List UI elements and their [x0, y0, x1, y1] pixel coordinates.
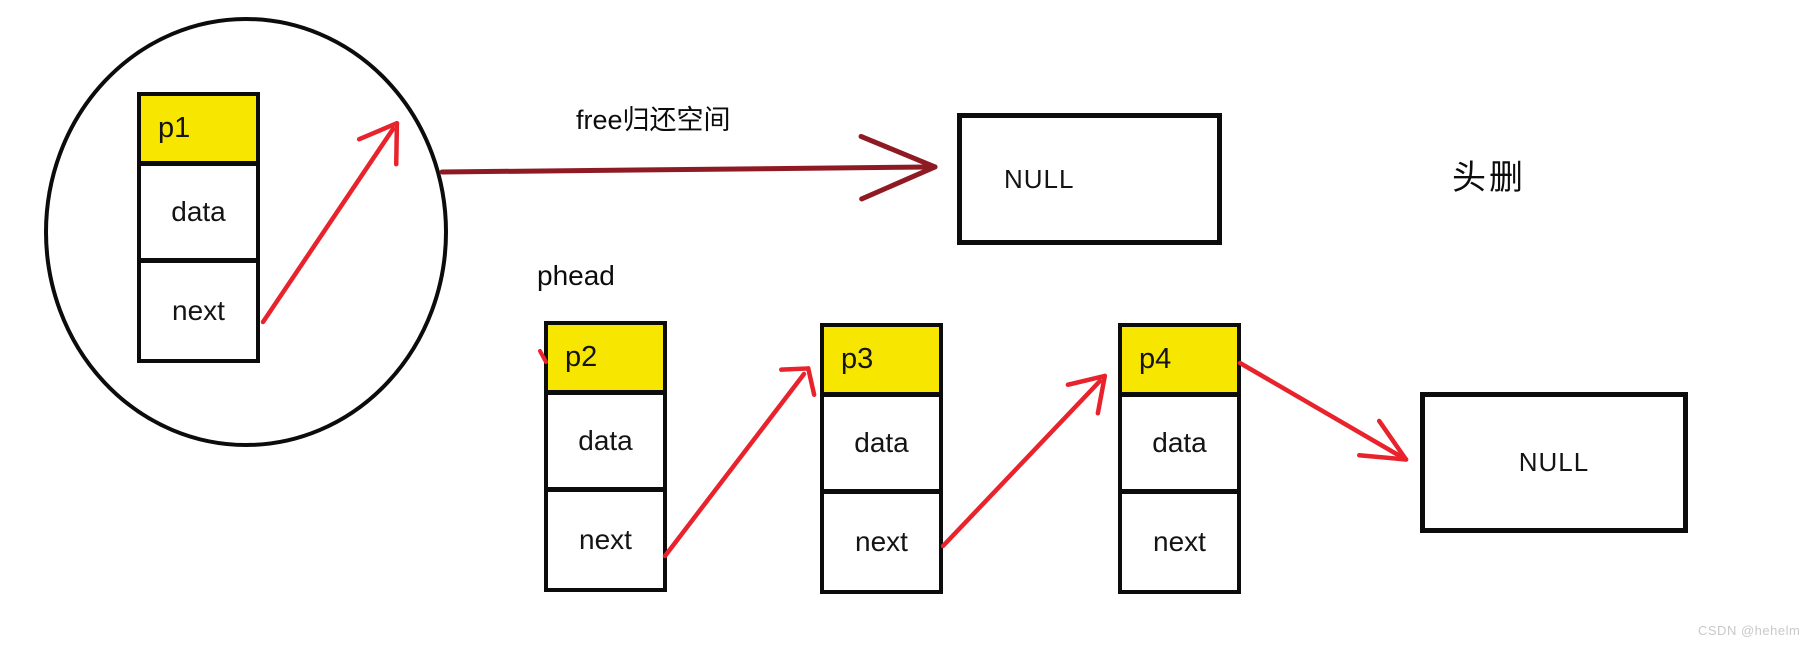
null-box-freed: NULL [957, 113, 1222, 245]
node-p3-next-cell: next [855, 526, 908, 557]
node-p4-header: p4 [1122, 327, 1237, 397]
null-box-tail: NULL [1420, 392, 1688, 533]
watermark: CSDN @hehelm [1698, 623, 1800, 638]
node-p1-data-cell: data [141, 166, 256, 263]
node-p2-next-cell: next [579, 524, 632, 555]
node-p4: p4 data next [1118, 323, 1241, 594]
node-p4-data-cell: data [1122, 397, 1237, 494]
node-p1: p1 data next [137, 92, 260, 363]
null-box-tail-label: NULL [1518, 447, 1590, 477]
node-p3: p3 data next [820, 323, 943, 594]
node-p2-data-cell: data [548, 395, 663, 492]
phead-label: phead [537, 260, 615, 291]
node-p1-header: p1 [141, 96, 256, 166]
arrow-free-return [439, 133, 938, 202]
node-p2: p2 data next [544, 321, 667, 592]
node-p2-header: p2 [548, 325, 663, 395]
arrow-p1-next [260, 120, 400, 325]
node-p3-header: p3 [824, 327, 939, 397]
node-p1-next-cell: next [172, 295, 225, 326]
head-delete-title: 头删 [1452, 159, 1526, 197]
arrow-p2-next [662, 366, 817, 559]
node-p3-data-cell: data [824, 397, 939, 494]
null-box-freed-label: NULL [1004, 163, 1075, 194]
arrow-p3-next [940, 373, 1108, 549]
node-p4-next-cell: next [1153, 526, 1206, 557]
arrow-p4-next [1237, 360, 1409, 462]
free-return-label: free归还空间 [576, 105, 731, 135]
